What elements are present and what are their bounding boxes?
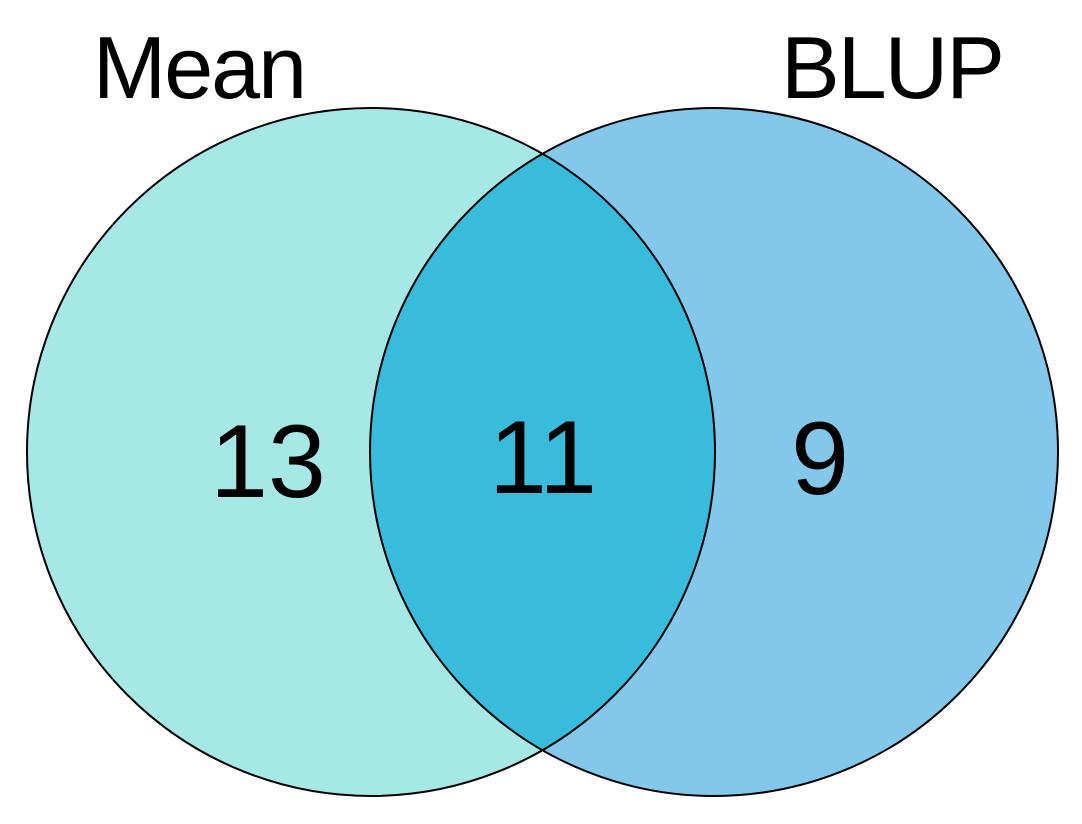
mean-only-count: 13 (210, 404, 326, 520)
blup-set-label: BLUP (781, 18, 1003, 117)
overlap-count: 11 (489, 400, 597, 516)
mean-circle-outline (26, 107, 716, 797)
mean-set-label: Mean (93, 18, 305, 117)
blup-only-count: 9 (791, 401, 849, 517)
blup-circle-outline (369, 107, 1059, 797)
